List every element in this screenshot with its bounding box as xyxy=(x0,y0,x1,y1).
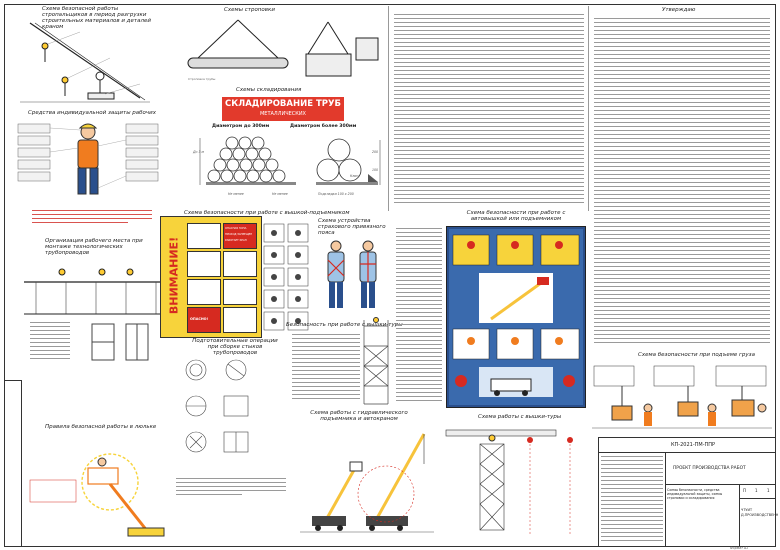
approval-heading: Утверждаю xyxy=(662,7,696,13)
section-title-stropy: Схема безопасной работы стропальщиков в … xyxy=(42,6,151,30)
warning-signs-grid: ОПАСНАЯ ЗОНА ПРОХОД ЗАПРЕЩЕН РАБОТАЕТ КР… xyxy=(187,223,257,333)
strop-illustration: Строповка трубы xyxy=(187,19,379,81)
section-title-vysota: Схема безопасности при работе с вышкой-п… xyxy=(184,210,350,216)
aerial-lift-scenes xyxy=(449,229,583,405)
sheet-border xyxy=(4,4,776,547)
section-title-lyulka: Правила безопасной работы в люльке xyxy=(45,424,157,430)
title-block-code: КП-2021-ПМ-ППР xyxy=(671,442,716,448)
warning-vertical-text: ВНИМАНИЕ! xyxy=(167,236,181,315)
section-title-strahovka: Схема устройства страхового привязного п… xyxy=(318,218,386,236)
section-title-strop: Схемы строповки xyxy=(224,7,275,13)
warning-item-4: ОПАСНО! xyxy=(190,317,209,321)
right-rules-text xyxy=(594,18,770,348)
harness-illustration xyxy=(327,240,377,308)
pipe-storage-banner: СКЛАДИРОВАНИЕ ТРУБ МЕТАЛЛИЧЕСКИХ xyxy=(222,97,344,121)
warning-sign-4 xyxy=(223,251,257,277)
label-d-small: Диаметром до 300мм xyxy=(212,124,270,129)
ppe-notice-text xyxy=(32,210,152,232)
title-block-sheet: 1 xyxy=(755,488,758,493)
title-block-rule-2 xyxy=(665,484,775,485)
title-block: КП-2021-ПМ-ППР ПРОЕКТ ПРОИЗВОДСТВА РАБОТ… xyxy=(598,437,779,546)
warning-sign-5 xyxy=(187,279,221,305)
warning-item-2: ПРОХОД ЗАПРЕЩЕН xyxy=(225,233,253,236)
vyshka-tura-rules xyxy=(292,334,360,404)
title-block-rule-v2 xyxy=(739,484,740,546)
tower-scaffold-illustration xyxy=(445,429,573,534)
title-block-signatures xyxy=(601,456,663,544)
avtovyshka-side-text-left xyxy=(396,228,442,404)
label-do-3m: До 3 м xyxy=(193,150,204,154)
section-title-avtogidro: Схема работы с гидравлического подъемник… xyxy=(310,410,408,422)
banner-subtitle: МЕТАЛЛИЧЕСКИХ xyxy=(259,111,306,117)
pipe-stack-illustration xyxy=(199,136,381,185)
label-podkladki: Подкладки 100 х 200 xyxy=(318,192,354,196)
podgotovka-legend xyxy=(176,478,286,502)
label-ne-menee: Не менее xyxy=(228,192,244,196)
section-title-podgotovka: Подготовительные операции при сборке сты… xyxy=(192,338,278,356)
title-block-rule-v xyxy=(665,452,666,546)
montazh-legend xyxy=(30,322,70,367)
aerial-lift-poster xyxy=(446,226,586,408)
format-label: Формат А1 xyxy=(730,546,749,550)
section-title-sklad: Схемы складирования xyxy=(236,87,302,93)
lyulka-illustration xyxy=(29,453,165,537)
label-ne-menee-2: Не менее xyxy=(272,192,288,196)
safety-rules-text xyxy=(394,14,584,206)
warning-sign-3 xyxy=(187,251,221,277)
column-divider-1 xyxy=(388,6,389,211)
svg-text:Строповка трубы: Строповка трубы xyxy=(188,77,216,81)
title-block-project: ПРОЕКТ ПРОИЗВОДСТВА РАБОТ xyxy=(673,466,746,471)
column-divider-2 xyxy=(588,6,589,211)
title-block-rule-3 xyxy=(739,498,775,499)
crane-illustration xyxy=(300,433,434,533)
pipe-joint-details xyxy=(185,359,249,453)
title-block-rule-1 xyxy=(599,452,775,453)
title-block-org: ЧТУИТ Д.ПРОИЗВОДСТВЕНН xyxy=(741,508,779,517)
warning-item-1: ОПАСНАЯ ЗОНА xyxy=(225,227,247,230)
section-title-ppe: Средства индивидуальной защиты рабочих xyxy=(28,110,156,116)
label-klin: Клин xyxy=(350,174,359,178)
label-d-large: Диаметром более 300мм xyxy=(290,124,357,129)
warning-sign-2: ОПАСНАЯ ЗОНА ПРОХОД ЗАПРЕЩЕН РАБОТАЕТ КР… xyxy=(223,223,257,249)
warning-sign-6 xyxy=(223,279,257,305)
montazh-detail xyxy=(91,323,149,361)
title-block-sheet-name: Схемы безопасности, средства индивидуаль… xyxy=(667,488,723,500)
warning-sign-7: ОПАСНО! xyxy=(187,307,221,333)
vyshka-tura-illustration xyxy=(363,317,389,405)
section-title-avtovyshka: Схема безопасности при работе с автовышк… xyxy=(466,210,566,222)
section-title-vyshka-tura: Безопасность при работе с вышки-туры xyxy=(286,322,403,328)
warning-poster: ВНИМАНИЕ! ОПАСНАЯ ЗОНА ПРОХОД ЗАПРЕЩЕН Р… xyxy=(160,216,262,338)
warning-sign-1 xyxy=(187,223,221,249)
section-title-montazh: Организация рабочего места при монтаже т… xyxy=(45,238,143,256)
stropy-illustration xyxy=(20,22,150,103)
title-block-sheets: 1 xyxy=(767,488,770,493)
label-dim-100: 100 xyxy=(372,168,379,172)
lift-signs xyxy=(263,223,309,331)
warning-item-3: РАБОТАЕТ КРАН xyxy=(225,239,247,242)
montazh-illustration xyxy=(24,268,160,315)
warning-sign-8 xyxy=(223,307,257,333)
section-title-podem-gruza: Схема безопасности при подъеме груза xyxy=(638,352,755,358)
ppe-worker-illustration xyxy=(17,123,159,195)
section-title-vyshka-tura-2: Схема работы с вышки-туры xyxy=(478,414,562,420)
binding-margin xyxy=(4,380,22,547)
label-dim-200: 200 xyxy=(372,150,379,154)
banner-title: СКЛАДИРОВАНИЕ ТРУБ xyxy=(224,99,342,109)
load-lifting-illustration xyxy=(592,365,772,429)
title-block-stage: П xyxy=(743,488,747,493)
